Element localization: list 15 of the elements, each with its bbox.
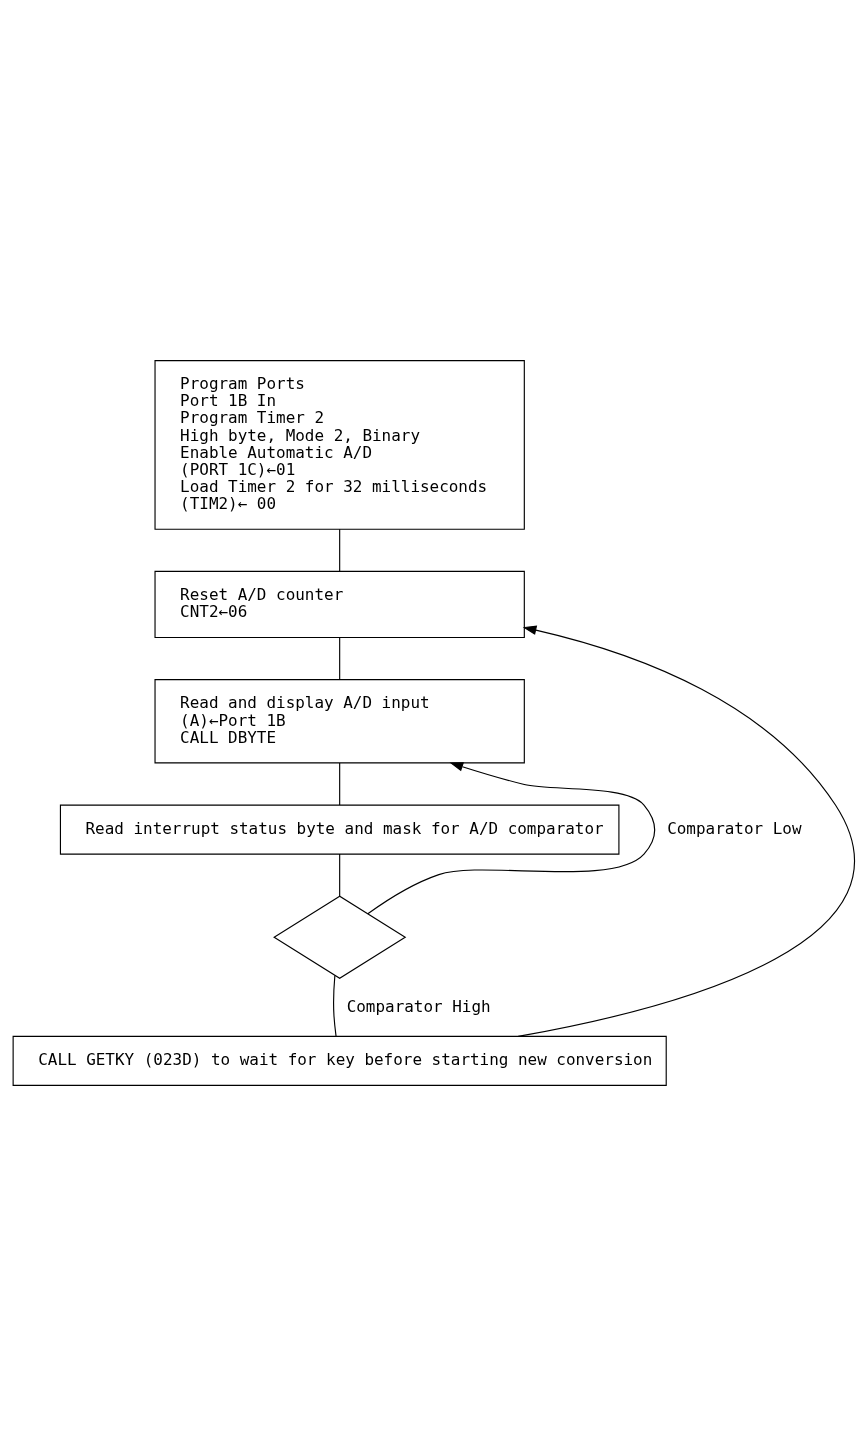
node-box: Reset A/D counter CNT2←06 bbox=[154, 570, 525, 638]
node-box: Read interrupt status byte and mask for A/D comparator bbox=[59, 804, 620, 855]
edge-label: Comparator Low bbox=[667, 818, 802, 838]
connector bbox=[339, 853, 341, 897]
edge-label: Comparator High bbox=[346, 996, 491, 1016]
connector bbox=[333, 974, 337, 1037]
connector bbox=[339, 528, 341, 572]
node-box: CALL GETKY (023D) to wait for key before starting new conversion bbox=[12, 1035, 667, 1086]
node-diamond bbox=[273, 895, 407, 979]
connector bbox=[339, 636, 341, 680]
arrow bbox=[367, 761, 656, 914]
node-box: Read and display A/D input (A)←Port 1B CALL DBYTE bbox=[154, 678, 525, 763]
arrow bbox=[517, 624, 855, 1037]
node-box: Program Ports Port 1B In Program Timer 2 High byte, Mode 2, Binary Enable Automatic A/D (PORT 1C)←01 Load Timer 2 for 32 milliseconds (TIM2)← 00 bbox=[154, 359, 525, 530]
connector bbox=[339, 762, 341, 805]
